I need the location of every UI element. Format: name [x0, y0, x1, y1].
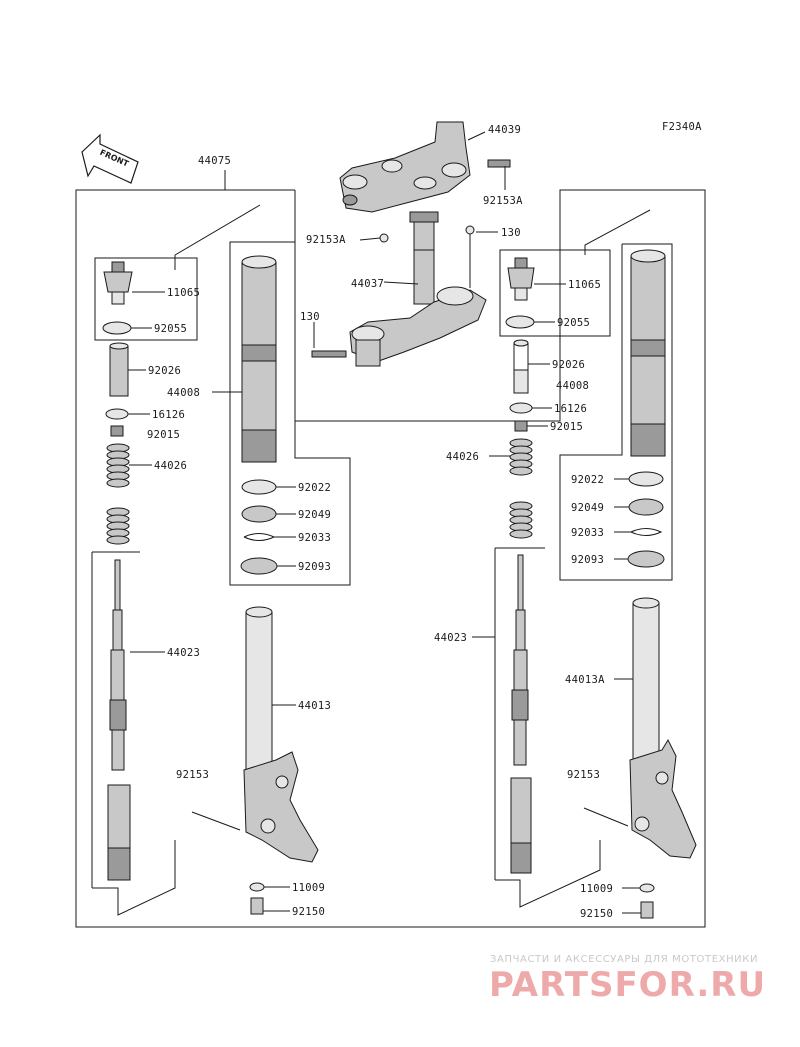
right-label-92015: 92015	[550, 421, 583, 433]
label-92153a-top: 92153A	[483, 195, 523, 207]
left-label-44008: 44008	[167, 387, 200, 399]
left-label-92026: 92026	[148, 365, 181, 377]
right-washer	[509, 402, 533, 414]
left-leaders	[128, 291, 296, 912]
right-washer-11009	[639, 883, 655, 893]
left-outer-tube	[241, 255, 277, 463]
assembly-frame	[75, 189, 706, 928]
left-seat	[110, 425, 124, 437]
left-fork-callouts	[91, 204, 351, 916]
left-label-92015: 92015	[147, 429, 180, 441]
left-label-92022: 92022	[298, 482, 331, 494]
left-seal-92093	[240, 557, 278, 575]
right-label-44026: 44026	[446, 451, 479, 463]
left-seal-92049	[241, 505, 277, 523]
left-label-11065: 11065	[167, 287, 200, 299]
right-clip-92033	[630, 528, 663, 536]
left-label-11009: 11009	[292, 882, 325, 894]
right-label-44008: 44008	[556, 380, 589, 392]
right-label-44023: 44023	[434, 632, 467, 644]
right-label-92033: 92033	[571, 527, 604, 539]
left-label-44026: 44026	[154, 460, 187, 472]
watermark-brand: PARTSFOR.RU	[489, 965, 766, 1005]
left-label-92049: 92049	[298, 509, 331, 521]
right-label-92049: 92049	[571, 502, 604, 514]
left-spring	[106, 443, 130, 545]
left-label-44023: 44023	[167, 647, 200, 659]
label-44037: 44037	[351, 278, 384, 290]
right-leaders	[472, 283, 641, 914]
right-label-44013a: 44013A	[565, 674, 605, 686]
left-label-92093: 92093	[298, 561, 331, 573]
left-inner-tube	[191, 606, 319, 863]
left-seal-92022	[241, 479, 277, 495]
left-label-92150: 92150	[292, 906, 325, 918]
right-seal-92022	[628, 471, 664, 487]
left-label-92033: 92033	[298, 532, 331, 544]
label-92153a-mid: 92153A	[306, 234, 346, 246]
right-oring	[505, 315, 535, 329]
stem-leaders	[313, 131, 506, 348]
right-spacer	[513, 339, 529, 394]
right-spring	[509, 438, 533, 539]
left-spacer	[109, 345, 129, 397]
right-label-92022: 92022	[571, 474, 604, 486]
right-label-16126: 16126	[554, 403, 587, 415]
left-drain-bolt	[250, 897, 264, 915]
steering-stem-assembly	[311, 121, 511, 367]
diagram-code: F2340A	[662, 121, 702, 133]
left-label-16126: 16126	[152, 409, 185, 421]
left-clip-92033	[243, 533, 276, 541]
right-fork-callouts	[494, 209, 673, 908]
right-label-92055: 92055	[557, 317, 590, 329]
right-drain-bolt	[640, 901, 654, 919]
right-label-92026: 92026	[552, 359, 585, 371]
right-cap-bolt	[507, 257, 535, 301]
right-label-92153: 92153	[567, 769, 600, 781]
left-oring	[102, 321, 132, 335]
left-label-92055: 92055	[154, 323, 187, 335]
front-arrow-icon: FRONT	[81, 133, 139, 184]
right-inner-tube	[583, 597, 697, 859]
watermark-tagline: ЗАПЧАСТИ И АКСЕССУАРЫ ДЛЯ МОТОТЕХНИКИ	[490, 954, 758, 965]
right-outer-tube	[630, 249, 666, 457]
right-seal-92093	[627, 550, 665, 568]
left-label-44013: 44013	[298, 700, 331, 712]
right-seat	[514, 420, 528, 432]
left-damper-rod	[107, 559, 131, 881]
right-label-92150: 92150	[580, 908, 613, 920]
label-130-left: 130	[300, 311, 320, 323]
right-label-11065: 11065	[568, 279, 601, 291]
left-cap-bolt	[103, 261, 133, 305]
left-label-92153: 92153	[176, 769, 209, 781]
left-washer	[105, 408, 129, 420]
label-130-top: 130	[501, 227, 521, 239]
label-44075: 44075	[198, 155, 231, 167]
right-damper-rod	[510, 554, 532, 874]
right-label-11009: 11009	[580, 883, 613, 895]
right-label-92093: 92093	[571, 554, 604, 566]
label-44039: 44039	[488, 124, 521, 136]
right-seal-92049	[628, 498, 664, 516]
left-washer-11009	[249, 882, 265, 892]
